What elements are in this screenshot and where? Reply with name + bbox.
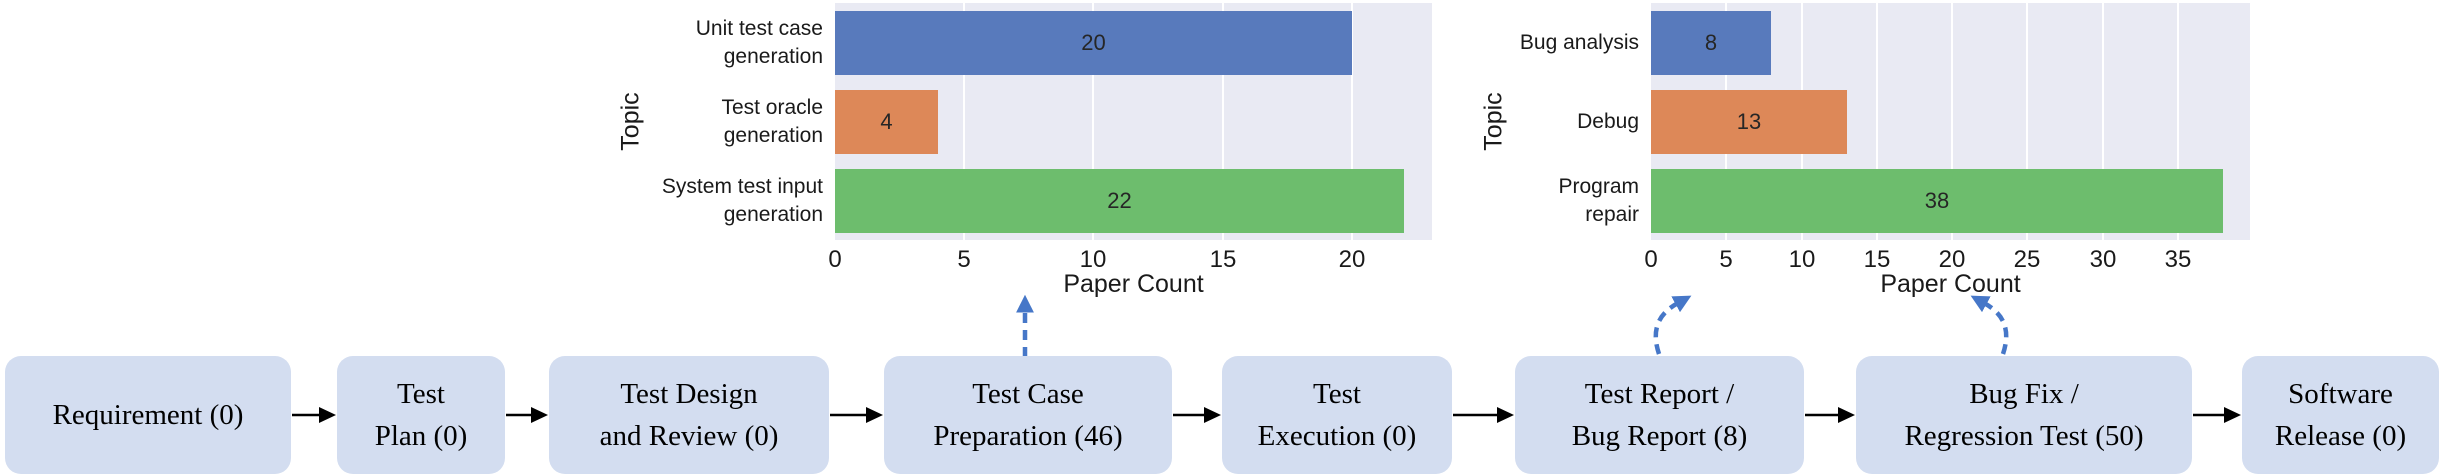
category-label: Test oracle generation <box>721 96 823 147</box>
bar-unit-test-case-generation: 20 <box>835 11 1352 75</box>
flow-stage-box: Test Plan (0) <box>337 356 505 474</box>
category-label: System test input generation <box>661 175 823 226</box>
grid-line <box>963 3 965 240</box>
dashed-arrow-from-test-report-icon <box>1653 295 1692 355</box>
bar-system-test-input-generation: 22 <box>835 169 1404 233</box>
x-tick-label: 15 <box>1863 246 1891 273</box>
x-tick-label: 20 <box>1938 246 1966 273</box>
grid-line <box>1222 3 1224 240</box>
x-tick-label: 10 <box>1079 246 1107 273</box>
x-tick-label: 35 <box>2164 246 2192 273</box>
bar-value-label: 13 <box>1736 109 1762 134</box>
category-label: Unit test case generation <box>695 17 823 68</box>
bar-value-label: 20 <box>1081 30 1106 55</box>
bar-value-label: 38 <box>1924 188 1950 213</box>
flow-arrow-icon <box>830 403 883 427</box>
flow-stage-box: Software Release (0) <box>2242 356 2439 474</box>
flow-stage-box: Requirement (0) <box>5 356 291 474</box>
x-tick-label: 10 <box>1788 246 1816 273</box>
flow-arrow-icon <box>1173 403 1221 427</box>
grid-line <box>2177 3 2179 240</box>
category-label: Bug analysis <box>1519 30 1639 54</box>
grid-line <box>1092 3 1094 240</box>
bar-test-oracle-generation: 4 <box>835 90 938 154</box>
flow-arrow-icon <box>292 403 336 427</box>
x-tick-label: 0 <box>828 246 842 273</box>
bar-program-repair: 38 <box>1651 169 2223 233</box>
flow-arrow-icon <box>1453 403 1514 427</box>
flow-stage-box: Bug Fix / Regression Test (50) <box>1856 356 2192 474</box>
plot-area: 8 13 38 <box>1651 3 2250 240</box>
x-tick-label: 15 <box>1209 246 1237 273</box>
x-tick-label: 5 <box>957 246 971 273</box>
dashed-arrow-from-bug-fix-icon <box>1970 295 2009 355</box>
grid-line <box>1876 3 1878 240</box>
flow-stage-box: Test Execution (0) <box>1222 356 1452 474</box>
flow-stage-box: Test Report / Bug Report (8) <box>1515 356 1804 474</box>
bar-debug: 13 <box>1651 90 1847 154</box>
plot-area: 20 4 22 <box>835 3 1432 240</box>
bar-bug-analysis: 8 <box>1651 11 1771 75</box>
category-label: Debug <box>1577 109 1639 133</box>
x-tick-label: 30 <box>2089 246 2117 273</box>
x-tick-label: 25 <box>2013 246 2041 273</box>
x-tick-label: 20 <box>1338 246 1366 273</box>
flow-arrow-icon <box>506 403 548 427</box>
grid-line <box>1951 3 1953 240</box>
flow-stage-box: Test Case Preparation (46) <box>884 356 1172 474</box>
flow-stage-box: Test Design and Review (0) <box>549 356 829 474</box>
x-axis-label: Paper Count <box>1063 270 1204 298</box>
x-tick-label: 0 <box>1644 246 1658 273</box>
category-label: Program repair <box>1558 175 1639 226</box>
bar-value-label: 8 <box>1704 30 1718 55</box>
x-tick-label: 5 <box>1719 246 1733 273</box>
grid-line <box>2102 3 2104 240</box>
bar-value-label: 22 <box>1107 188 1132 213</box>
flow-arrow-icon <box>1805 403 1855 427</box>
grid-line <box>1351 3 1353 240</box>
flow-arrow-icon <box>2193 403 2241 427</box>
bar-value-label: 4 <box>880 109 893 134</box>
grid-line <box>2026 3 2028 240</box>
x-axis-label: Paper Count <box>1880 270 2021 298</box>
